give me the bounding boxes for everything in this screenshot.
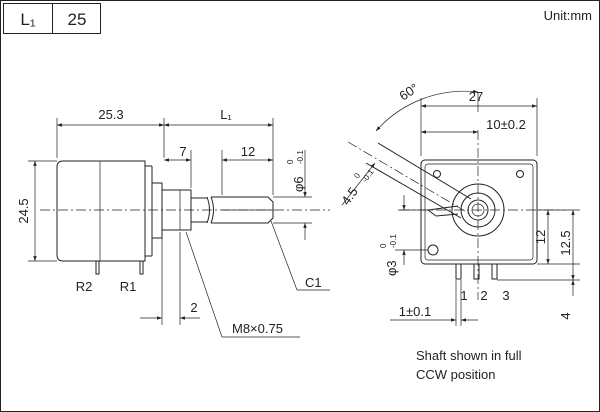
terminal-3 xyxy=(491,263,498,280)
front-view: 60° 27 10±0.2 4.5 0 -0.1 φ3 0 -0.1 12 12… xyxy=(338,80,580,326)
terminal-r1 xyxy=(139,260,144,275)
shaft-ccw xyxy=(365,142,472,219)
terminal-r2-label: R2 xyxy=(76,279,93,294)
units-label: Unit:mm xyxy=(544,8,592,23)
dim-flat-tol: -0.1 xyxy=(360,167,376,184)
terminal-3-label: 3 xyxy=(502,288,509,303)
potentiometer-body xyxy=(56,160,163,262)
terminal-2-label: 2 xyxy=(480,288,487,303)
dim-body-height: 24.5 xyxy=(16,198,31,223)
dim-terminal-pitch: 1±0.1 xyxy=(399,304,431,319)
dim-bushing-length: 7 xyxy=(179,144,186,159)
note-line-1: Shaft shown in full xyxy=(416,348,522,363)
dim-pin-diameter: φ3 xyxy=(384,260,399,276)
dim-flat-length: 12 xyxy=(241,144,255,159)
dim-angle: 60° xyxy=(396,80,421,103)
mounting-hole-bl xyxy=(427,244,439,256)
housing xyxy=(420,159,538,265)
dim-body-length: 25.3 xyxy=(98,107,123,122)
table-header-l1: L₁ xyxy=(20,10,35,29)
note-line-2: CCW position xyxy=(416,367,495,382)
thread-label: M8×0.75 xyxy=(232,321,283,336)
mounting-hole-tr xyxy=(516,170,524,178)
table-value-l1: 25 xyxy=(68,10,87,29)
dim-pin-diameter-tol-zero: 0 xyxy=(379,243,388,248)
dim-pin-diameter-tol: -0.1 xyxy=(389,234,398,248)
side-view: 25.3 L₁ 7 12 φ6 0 -0.1 24.5 2 C1 xyxy=(16,107,330,338)
dim-shaft-diameter-tol: -0.1 xyxy=(296,150,305,164)
dim-center: 10±0.2 xyxy=(486,117,526,132)
dim-width: 27 xyxy=(469,89,483,104)
dim-pin-height: 12 xyxy=(533,230,548,244)
terminal-1-label: 1 xyxy=(460,288,467,303)
dim-shaft-length: L₁ xyxy=(220,107,232,122)
terminal-r2 xyxy=(95,260,100,275)
mounting-hole-tl xyxy=(433,170,441,178)
dim-terminal-length: 4 xyxy=(558,312,573,319)
dim-flat-tol-zero: 0 xyxy=(352,171,362,180)
terminal-2 xyxy=(473,263,480,280)
dim-bushing-offset: 2 xyxy=(190,300,197,315)
dim-shaft-diameter-tol-zero: 0 xyxy=(286,159,295,164)
chamfer-label: C1 xyxy=(305,275,322,290)
terminal-1 xyxy=(455,263,462,280)
dimension-table: L₁ 25 xyxy=(3,3,101,34)
terminal-r1-label: R1 xyxy=(120,279,137,294)
dim-shaft-diameter: φ6 xyxy=(291,176,306,192)
dim-overall-height: 12.5 xyxy=(558,230,573,255)
dim-flat-width: 4.5 xyxy=(338,184,361,207)
